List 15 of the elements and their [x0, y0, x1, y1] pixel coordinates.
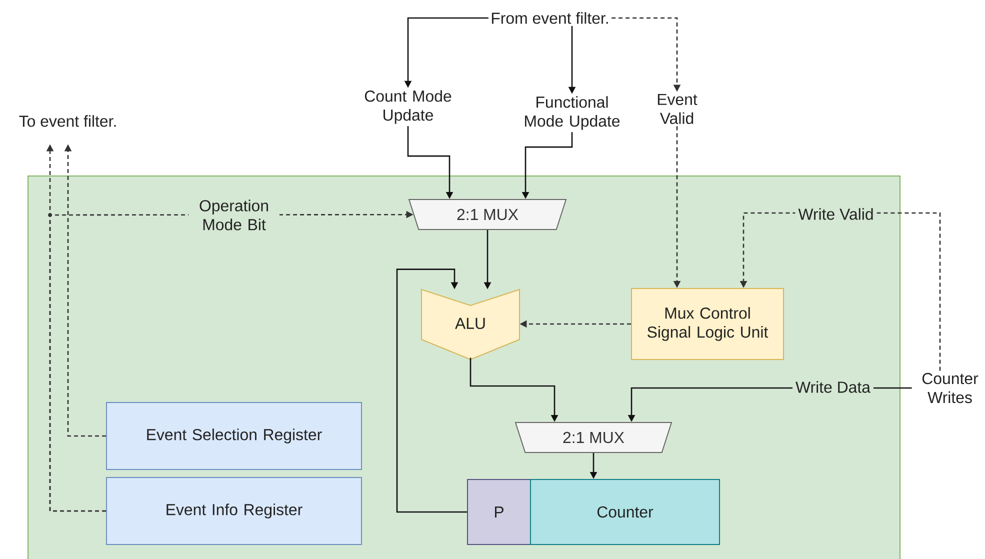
- signal-label: Count Mode Update: [364, 90, 452, 124]
- edge-label: Write Valid: [795, 205, 877, 223]
- edge-label: Write Data: [792, 378, 874, 396]
- counter-box: Counter: [530, 479, 720, 545]
- signal-label: Event Valid: [658, 94, 698, 124]
- signal-label: From event filter.: [492, 12, 608, 24]
- edge-label: Operation Mode Bit: [188, 196, 280, 234]
- signal-label: To event filter.: [19, 115, 116, 127]
- p-box: P: [467, 479, 531, 545]
- register-box: Event Info Register: [106, 477, 362, 545]
- signal-label: Counter Writes: [922, 372, 978, 404]
- logic-unit-box: Mux Control Signal Logic Unit: [631, 288, 784, 360]
- register-box: Event Selection Register: [106, 402, 362, 470]
- signal-label: Functional Mode Update: [525, 96, 620, 130]
- arrow: [396, 268, 467, 513]
